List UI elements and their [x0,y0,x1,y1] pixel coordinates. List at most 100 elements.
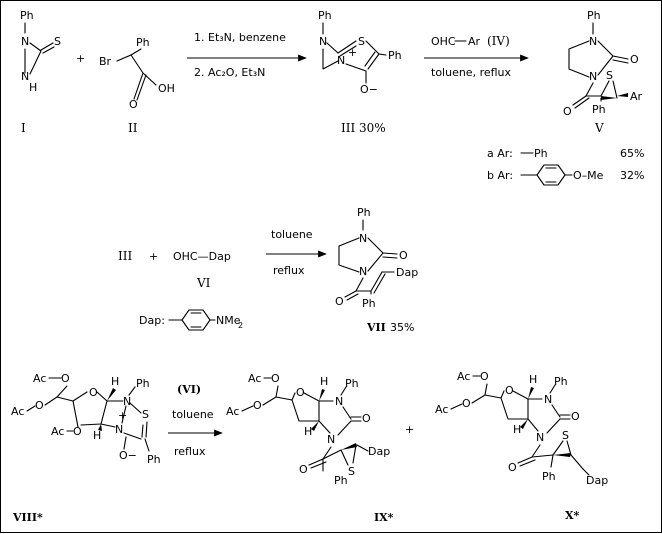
bond [275,396,293,401]
atom-br: Br [99,55,112,68]
atom-ph: Ph [592,103,606,116]
atom-s: S [348,465,355,478]
plus-sign: + [76,52,85,65]
atom-ph: Ph [357,206,371,219]
label-IX: IX* [374,511,394,524]
bond [582,468,590,476]
yield-VII: 35% [390,321,414,334]
condition-1: toluene [172,408,214,421]
bond [123,436,127,450]
dap-definition: Dap: NMe 2 [139,309,243,331]
bond [528,387,534,399]
bond [337,40,357,54]
atom-s: S [358,35,365,48]
condition-2: reflux [174,445,206,458]
charge-plus: + [118,409,127,422]
bond [241,405,254,412]
atom-ph: Ph [554,375,568,388]
bond [527,418,539,432]
atom-n: N [123,395,131,408]
bond [570,454,584,470]
atom-ph: Ph [20,9,34,22]
bond [338,237,360,273]
bond [340,386,347,396]
atom-n: N [327,433,335,446]
atom-ac: Ac [33,372,46,385]
atom-o: O [480,370,489,383]
bond [370,271,383,292]
condition: toluene, reflux [431,66,512,79]
atom-h: H [304,425,312,438]
bond [382,256,398,259]
atom-o: O [630,53,639,66]
bond [340,449,349,466]
label-V: V [594,121,604,135]
atom-n: N [589,70,597,83]
bond [107,388,116,401]
bond [123,432,142,440]
bond [382,252,398,255]
compound-II: Ph Br O OH [99,36,175,111]
bond [531,454,554,458]
bond [144,438,150,452]
sub-a-yield: 65% [620,147,644,160]
bond [612,80,618,99]
atom-ph: Ph [542,470,556,483]
bond [40,42,54,51]
compound-IX: Ac O Ac O O H N Ph O H N O S [226,372,390,487]
bond [44,396,58,406]
atom-ph: Ph [362,297,376,310]
bond [311,421,319,431]
atom-n: N [337,54,345,67]
label-III: III 30% [341,121,386,135]
reaction-arrow-4: (VI) toluene reflux [168,383,223,458]
atom-n: N [21,70,29,83]
atom-h: H [93,429,101,442]
compound-VII: Ph N N O O Ph Dap [335,206,418,310]
compound-I: Ph N N H S [20,9,61,94]
bond [72,391,88,402]
bond [346,293,359,301]
condition-1: 1. Et₃N, benzene [194,31,286,44]
bond [72,400,79,428]
bond [574,97,590,109]
bond [345,63,367,72]
bond [116,54,132,62]
bond [352,444,357,464]
bond [612,55,629,60]
reagent-ohc: OHC [431,35,456,48]
atom-h: H [320,375,328,388]
reagent-ar: Ar [468,35,481,48]
atom-o: O [299,463,308,476]
bond [512,390,529,420]
bond [337,420,352,436]
bond [500,397,529,420]
atom-dap: Dap [396,266,418,279]
atom-n: N [335,395,343,408]
bond [80,391,108,426]
atom-ph: Ph [334,474,348,487]
bond [100,423,116,428]
bond [29,42,42,75]
atom-o: O [271,372,280,385]
bond [367,237,384,272]
dap-key: Dap: [139,314,165,327]
atom-o: O [73,425,82,438]
atom-s: S [606,69,613,82]
bond [612,59,629,64]
bond [318,420,331,434]
atom-ph: Ph [587,9,601,22]
atom-h: H [29,81,37,94]
atom-n: N [536,431,544,444]
atom-oh: OH [158,82,175,95]
atom-h: H [111,375,119,388]
bond [98,424,102,431]
substituent-key: a Ar: Ph 65% b Ar: O–Me 32% [487,147,644,186]
atom-o: O [253,399,262,412]
atom-ph: Ph [345,377,359,390]
bond [303,392,320,422]
bond [322,48,339,70]
bond [546,418,561,434]
atom-n: N [115,423,123,436]
